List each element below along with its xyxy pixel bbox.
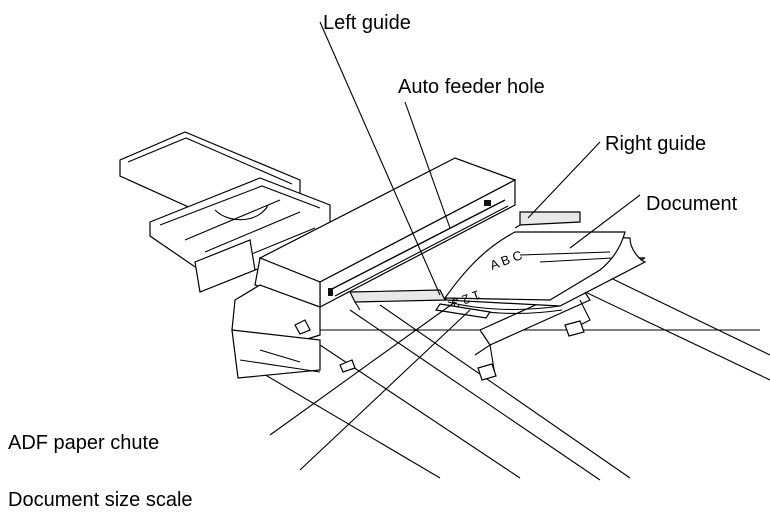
leader-adf-paper-chute bbox=[269, 301, 456, 436]
label-document-size-scale: Document size scale bbox=[8, 489, 193, 511]
callout-lines bbox=[269, 21, 641, 471]
label-left-guide: Left guide bbox=[323, 12, 411, 34]
left-guide-shape bbox=[349, 289, 446, 311]
leader-document-size-scale bbox=[299, 309, 471, 471]
label-document: Document bbox=[646, 193, 738, 215]
label-right-guide: Right guide bbox=[605, 133, 706, 155]
leader-left-guide bbox=[319, 21, 441, 296]
right-guide-shape bbox=[514, 211, 581, 229]
label-adf-paper-chute: ADF paper chute bbox=[8, 432, 159, 454]
leader-right-guide bbox=[527, 141, 601, 219]
label-auto-feeder-hole: Auto feeder hole bbox=[398, 76, 545, 98]
size-scale-shape bbox=[434, 303, 492, 319]
leader-document bbox=[569, 194, 641, 249]
leader-auto-feeder-hole bbox=[404, 101, 451, 229]
document-stack: A B C 1 2 3 bbox=[443, 231, 647, 314]
